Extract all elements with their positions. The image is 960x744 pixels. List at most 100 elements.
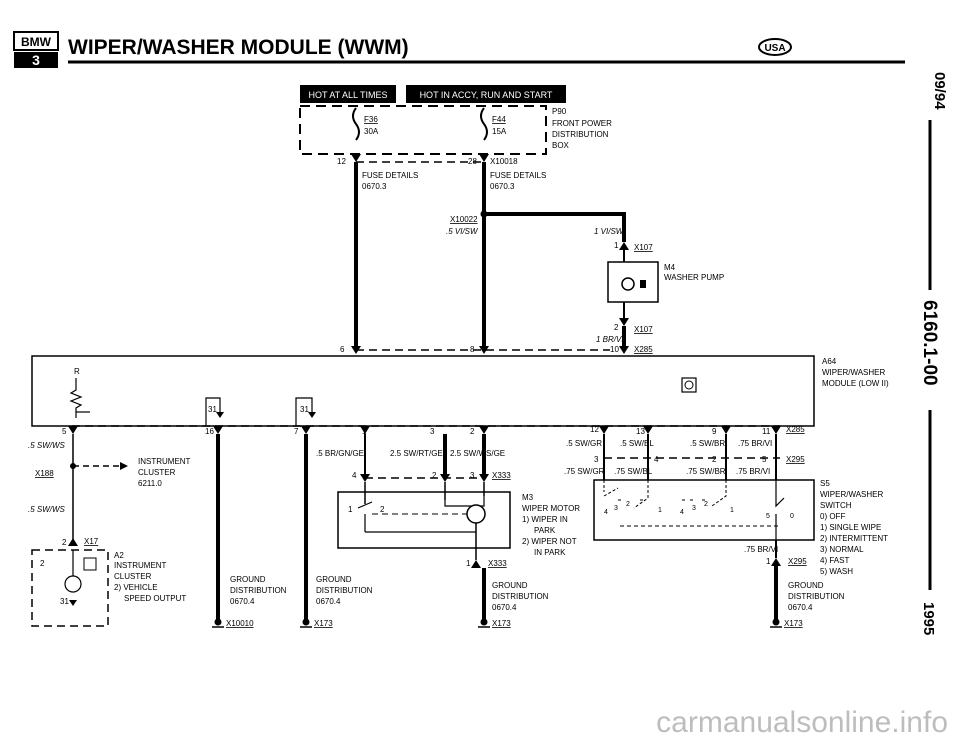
- ground-2-line-2: DISTRIBUTION: [316, 586, 373, 595]
- fuse-box-outline: [299, 105, 547, 155]
- pump-connector-bottom-id: X107: [634, 325, 653, 334]
- washer-pump: 1 VI/SW 1 X107 M4 WASHER PUMP 2 X107 1 B…: [594, 227, 724, 354]
- switch-wire-lower-3: .75 SW/BR: [686, 467, 726, 476]
- switch-pos-off: 0: [790, 513, 794, 520]
- pump-connector-bottom: [619, 318, 629, 326]
- module-pin-5: 5: [62, 427, 67, 436]
- module-ground-b: [308, 412, 316, 418]
- module-pin31-a: 31: [208, 405, 217, 414]
- wiper-motor: 1 2 M3 WIPER MOTOR 1) WIPER IN PARK 2) W…: [337, 482, 580, 622]
- pump-wire-top: 1 VI/SW: [594, 227, 625, 236]
- switch-pin-2: 2: [712, 455, 717, 464]
- cluster-arrow: [120, 462, 128, 470]
- ground-2-eyelet: [302, 618, 310, 626]
- motor-line-4: 2) WIPER NOT: [522, 537, 577, 546]
- fuse-box-pin-12: 12: [337, 157, 346, 166]
- hot-at-all-times-text: HOT AT ALL TIMES: [308, 90, 387, 100]
- wire-splice-to-pump: [484, 212, 626, 242]
- module-pin-8: 8: [470, 345, 475, 354]
- module-outline: [31, 355, 815, 427]
- fuse-f36-terminal: [351, 154, 361, 162]
- motor-park-switch: [357, 501, 373, 509]
- motor-pin2-terminal: [440, 474, 450, 482]
- fuse-box-line-2: DISTRIBUTION: [552, 130, 609, 139]
- switch-pos-b2: 2: [704, 501, 708, 508]
- motor-wire-2: 2.5 SW/RT/GE: [390, 449, 443, 458]
- hot-in-accy-text: HOT IN ACCY, RUN AND START: [420, 90, 553, 100]
- switch-wire-upper-3: .5 SW/BR: [690, 439, 725, 448]
- ground-2-line-3: 0670.4: [316, 597, 341, 606]
- pump-motor-symbol: [621, 277, 635, 291]
- watermark: carmanualsonline.info: [656, 706, 948, 739]
- module-esd-hand-icon: [684, 380, 694, 390]
- switch-connector-id: X295: [786, 455, 805, 464]
- ground-4-line-2: DISTRIBUTION: [788, 592, 845, 601]
- ground-3-connector: X173: [492, 619, 511, 628]
- switch-wire-lower-1: .75 SW/GR: [564, 467, 605, 476]
- ground-2-connector: X173: [314, 619, 333, 628]
- module-esd-icon: [681, 377, 697, 393]
- module-line-1: WIPER/WASHER: [822, 368, 885, 377]
- pump-connector-top: [619, 242, 629, 250]
- switch-line-6: 3) NORMAL: [820, 545, 864, 554]
- module-resistor-label: R: [74, 367, 80, 376]
- ground-1-eyelet: [214, 618, 222, 626]
- a2-esd-icon: [83, 557, 97, 571]
- a2-connector-id: X17: [84, 537, 99, 546]
- ground-block-1: GROUND DISTRIBUTION 0670.4 X10010: [212, 575, 287, 628]
- switch-wire-lower-2: .75 SW/BL: [614, 467, 653, 476]
- module-pin6-terminal: [351, 346, 361, 354]
- switch-contact-group-b: [682, 480, 727, 507]
- ground-2-line-1: GROUND: [316, 575, 352, 584]
- switch-line-7: 4) FAST: [820, 556, 849, 565]
- module-name: A64: [822, 357, 837, 366]
- fuse-details-left-2: 0670.3: [362, 182, 387, 191]
- instrument-cluster-link: .5 SW/WS X188 INSTRUMENT CLUSTER 6211.0 …: [28, 434, 191, 540]
- fuse-f44-amp: 15A: [492, 127, 507, 136]
- fuse-box-pin-28: 28: [468, 157, 477, 166]
- motor-switch-pin1: 1: [348, 505, 353, 514]
- module-connector-x285-bottom: X285: [786, 425, 805, 434]
- a2-line-3: 2) VEHICLE: [114, 583, 158, 592]
- module-connector-x285-top: X285: [634, 345, 653, 354]
- cluster-connector-id: X188: [35, 469, 54, 478]
- pump-pin-bottom: 2: [614, 323, 619, 332]
- ground-1-connector: X10010: [226, 619, 254, 628]
- switch-pos-a2: 2: [626, 501, 630, 508]
- wiper-washer-module: A64 WIPER/WASHER MODULE (LOW II) R 31 31: [31, 355, 889, 427]
- motor-brush-leads: [444, 496, 485, 507]
- switch-contact-group-a: [603, 480, 649, 509]
- ground-1-line-1: GROUND: [230, 575, 266, 584]
- ground-4-line-3: 0670.4: [788, 603, 813, 612]
- fuse-f44-symbol: [480, 107, 488, 141]
- switch-line-8: 5) WASH: [820, 567, 853, 576]
- pump-name: M4: [664, 263, 676, 272]
- ground-4-connector: X173: [784, 619, 803, 628]
- a2-speed-output-symbol: [64, 575, 82, 593]
- pump-wire-bottom: 1 BR/VI: [596, 335, 624, 344]
- switch-wire-upper-4: .75 BR/VI: [738, 439, 772, 448]
- motor-wire-1: .5 BR/GN/GE: [316, 449, 364, 458]
- module-resistor-symbol: [69, 378, 83, 418]
- motor-bottom-pin: 1: [466, 559, 471, 568]
- motor-outline: [337, 491, 511, 549]
- switch-line-3: 0) OFF: [820, 512, 845, 521]
- switch-pos-b1: 1: [730, 507, 734, 514]
- module-pin-16: 16: [205, 427, 214, 436]
- module-pin-12: 12: [590, 425, 599, 434]
- fuse-f36-amp: 30A: [364, 127, 379, 136]
- switch-wire-out: .75 BR/VI: [744, 545, 778, 554]
- a2-pin: 2: [62, 538, 67, 547]
- pump-outline: [607, 261, 659, 303]
- a2-inner-pin: 2: [40, 559, 45, 568]
- series-badge: [14, 52, 58, 68]
- switch-out-terminal: [771, 558, 781, 566]
- motor-symbol: [466, 504, 486, 524]
- module-pin-9: 9: [712, 427, 717, 436]
- brand-badge-text: BMW: [21, 35, 52, 49]
- module-ground-a: [216, 412, 224, 418]
- module-pin8-terminal: [479, 346, 489, 354]
- motor-connector-id: X333: [492, 471, 511, 480]
- motor-pin-2: 2: [432, 471, 437, 480]
- switch-wire-upper-1: .5 SW/GR: [566, 439, 602, 448]
